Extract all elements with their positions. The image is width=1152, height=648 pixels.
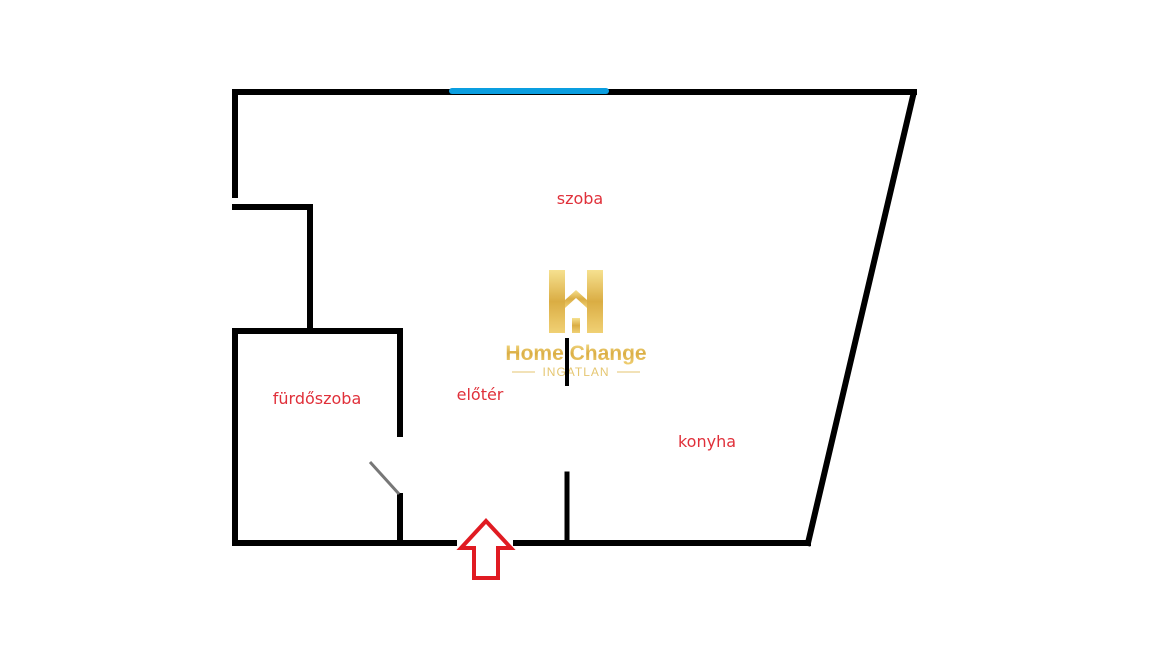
logo-watermark: Home Change INGATLAN [505,270,647,379]
room-label-szoba: szoba [557,189,603,208]
room-label-konyha: konyha [678,432,736,451]
logo-sub: INGATLAN [542,365,609,379]
logo-name: Home Change [505,342,646,365]
room-label-eloter: előtér [457,385,504,404]
wall-right-diagonal [804,92,917,547]
room-label-furdoszoba: fürdőszoba [273,389,362,408]
walls [232,89,917,547]
entrance-arrow-icon [456,518,516,580]
bathroom-door [368,460,401,496]
